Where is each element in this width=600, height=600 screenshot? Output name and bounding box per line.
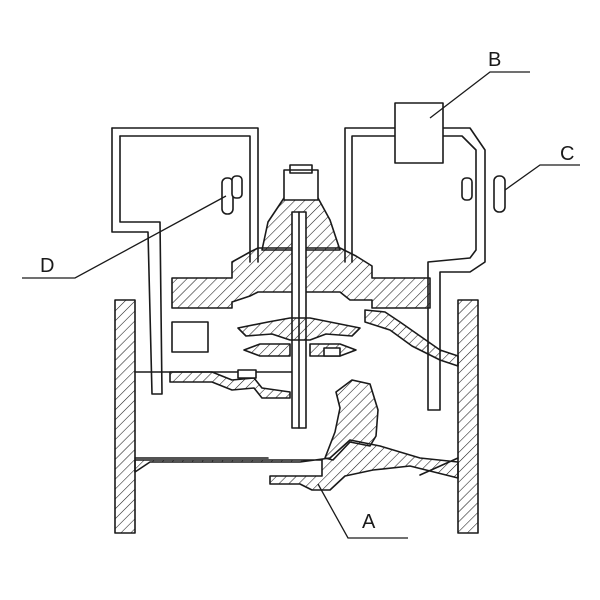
outlet-wall <box>364 309 459 367</box>
inlet-wall <box>134 439 459 491</box>
left-body-wall <box>169 371 291 399</box>
component-b-box <box>394 102 444 164</box>
leader-b <box>429 71 530 119</box>
label-c: C <box>560 143 574 165</box>
label-a: A <box>362 511 376 533</box>
pilot-port-block <box>171 321 209 353</box>
diaphragm <box>237 317 361 341</box>
left-pilot-tube <box>111 127 259 395</box>
left-flange <box>114 299 136 534</box>
disc-washer-left <box>237 369 257 379</box>
valve-disc <box>243 343 291 357</box>
disc-washer-right <box>323 347 341 357</box>
right-pilot-tube <box>344 127 486 411</box>
label-b: B <box>488 49 501 71</box>
right-flange <box>457 299 479 534</box>
leader-a <box>317 483 408 539</box>
stem-cap-inner <box>289 164 313 174</box>
seat-partition <box>324 379 379 461</box>
fitting-d-icon <box>221 175 243 215</box>
stem-cap <box>283 169 319 201</box>
fitting-c-icon <box>461 175 506 213</box>
leader-c <box>504 164 580 191</box>
label-d: D <box>40 255 54 277</box>
leader-d <box>22 195 227 279</box>
